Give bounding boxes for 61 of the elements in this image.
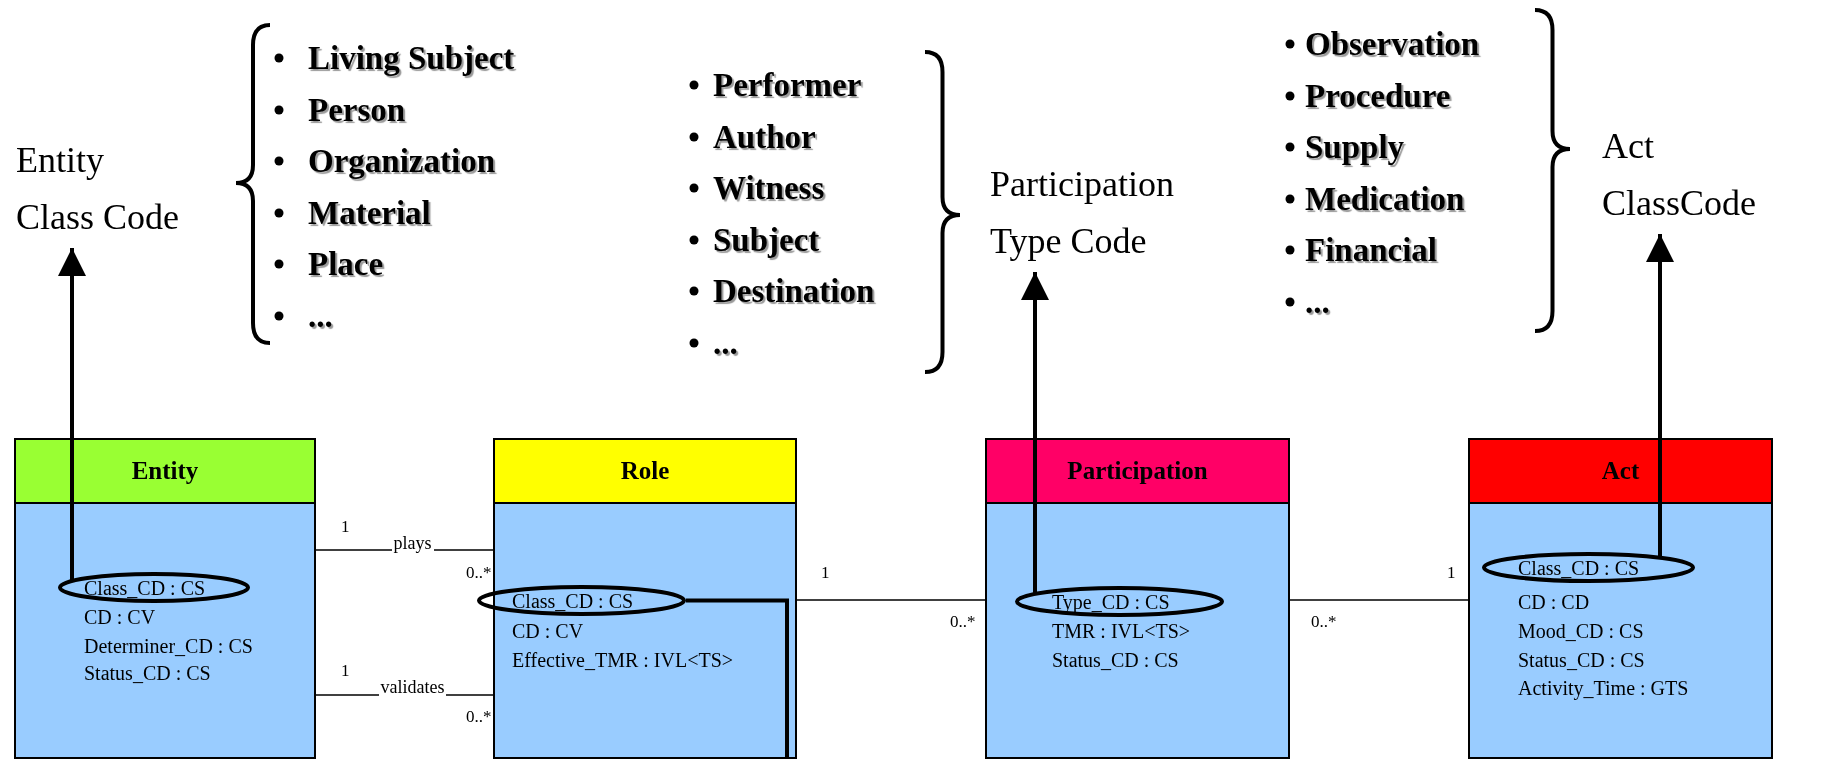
multiplicity-label: 1: [341, 661, 350, 681]
class-name: Participation: [1067, 457, 1208, 485]
list-item: ...: [308, 297, 333, 334]
class-box: [985, 438, 1290, 759]
class-name: Act: [1601, 457, 1640, 485]
attribute-text: Class_CD : CS: [512, 588, 634, 613]
list-item: Observation: [1305, 25, 1480, 63]
multiplicity-label: 0..*: [466, 563, 492, 583]
list-item: Organization: [308, 142, 495, 180]
multiplicity-label: 0..*: [466, 707, 492, 727]
list-item: Subject: [713, 221, 820, 258]
association-line: [1289, 599, 1469, 601]
attribute-text: Effective_TMR : IVL<TS>: [512, 648, 734, 672]
list-item: Material: [308, 194, 431, 231]
code-label: Act ClassCode: [1602, 118, 1782, 232]
class-box: [14, 438, 316, 759]
highlight-ellipse: [1482, 552, 1695, 583]
leader-arrow: [58, 248, 86, 581]
attribute-text: Mood_CD : CS: [1518, 619, 1644, 643]
multiplicity-label: 0..*: [950, 612, 976, 632]
list-item: Destination: [713, 272, 875, 310]
code-label: Participation Type Code: [990, 156, 1205, 270]
multiplicity-label: 1: [341, 517, 350, 537]
multiplicity-label: 1: [1447, 563, 1456, 583]
highlight-ellipse: [58, 572, 250, 603]
leader-arrow: [1021, 272, 1049, 594]
attribute-text: CD : CD: [1518, 590, 1590, 614]
attribute-text: Class_CD : CS: [84, 575, 206, 600]
attribute-text: CD : CV: [512, 619, 584, 643]
list-item: Living Subject: [308, 39, 515, 77]
list-item: Place: [308, 245, 384, 283]
list-item: Person: [308, 91, 406, 128]
list-item: Witness: [713, 169, 825, 207]
attribute-text: Status_CD : CS: [1518, 648, 1645, 672]
list-item: Financial: [1305, 231, 1438, 269]
attribute-text: TMR : IVL<TS>: [1052, 619, 1191, 643]
class-name: Entity: [131, 457, 199, 485]
highlight-ellipse: [477, 585, 686, 616]
attribute-text: Status_CD : CS: [84, 661, 211, 685]
list-item: Author: [713, 118, 816, 155]
code-label: Entity Class Code: [16, 132, 188, 246]
list-item: ...: [713, 324, 738, 361]
multiplicity-label: 1: [821, 563, 830, 583]
attribute-text: Class_CD : CS: [1518, 555, 1640, 580]
list-item: Procedure: [1305, 77, 1451, 114]
class-name: Role: [620, 457, 670, 485]
attribute-text: Status_CD : CS: [1052, 648, 1179, 672]
list-item: Performer: [713, 66, 862, 104]
class-box: [1468, 438, 1773, 759]
leader-arrow: [1646, 234, 1674, 558]
association-line: [796, 599, 986, 601]
attribute-text: CD : CV: [84, 605, 156, 629]
list-item: ...: [1305, 283, 1330, 320]
leader-line: [686, 598, 789, 759]
attribute-text: Determiner_CD : CS: [84, 634, 253, 658]
highlight-ellipse: [1015, 586, 1224, 617]
attribute-text: Activity_Time : GTS: [1518, 676, 1689, 700]
list-item: Supply: [1305, 128, 1405, 166]
multiplicity-label: 0..*: [1311, 612, 1337, 632]
list-item: Medication: [1305, 180, 1465, 217]
attribute-text: Type_CD : CS: [1052, 589, 1170, 614]
